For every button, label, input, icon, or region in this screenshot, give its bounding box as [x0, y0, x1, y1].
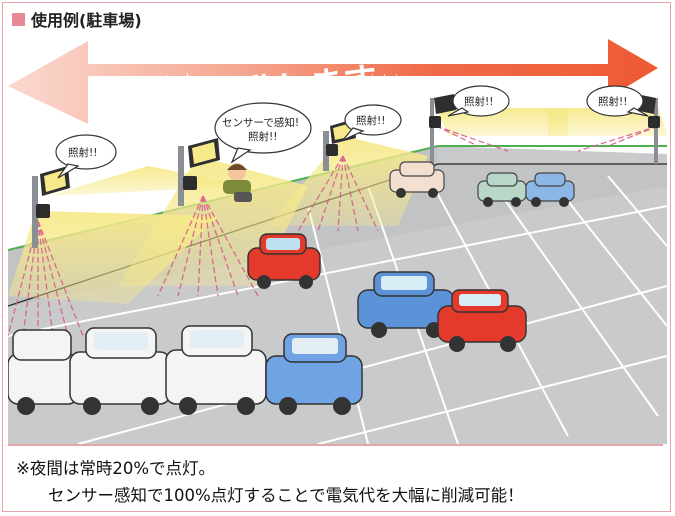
person-figure: [223, 163, 252, 202]
bubble-person-text-1: センサーで感知!: [222, 116, 299, 129]
parking-lot-scene: 連動します: [8, 36, 667, 444]
car-back-3: [525, 172, 575, 207]
lamp-pole-4: [429, 94, 456, 164]
car-back-2: [477, 172, 527, 207]
bubble-person: センサーで感知! 照射!!: [214, 102, 312, 164]
car-white-3: [165, 325, 267, 415]
title-text: 使用例(駐車場): [31, 11, 142, 30]
bubble-right-1-text: 照射!!: [464, 95, 493, 108]
bubble-center-text: 照射!!: [356, 114, 385, 127]
car-white-1: [8, 329, 79, 415]
bubble-right-1: 照射!!: [447, 85, 510, 117]
sync-arrow: [8, 39, 658, 124]
bubble-right-2-text: 照射!!: [598, 95, 627, 108]
section-title: 使用例(駐車場): [12, 9, 142, 30]
bubble-left: 照射!!: [55, 134, 117, 179]
bubble-left-text: 照射!!: [68, 146, 97, 159]
car-white-2: [69, 327, 171, 415]
bubble-person-text-2: 照射!!: [248, 130, 277, 143]
note-line-2: センサー感知で100%点灯することで電気代を大幅に削減可能！: [48, 486, 524, 505]
divider-line: [8, 444, 663, 446]
sensor-lines: [8, 125, 659, 337]
bubble-center: 照射!!: [342, 104, 402, 141]
car-red-parked: [437, 289, 527, 352]
car-back-1: [389, 161, 445, 198]
car-blue-front: [265, 333, 363, 415]
title-marker-square: [12, 12, 25, 26]
lamp-pole-2: [178, 138, 220, 206]
car-red-moving: [247, 233, 321, 289]
bubble-right-2: 照射!!: [586, 85, 649, 117]
note-line-1: ※夜間は常時20%で点灯。: [16, 459, 215, 478]
